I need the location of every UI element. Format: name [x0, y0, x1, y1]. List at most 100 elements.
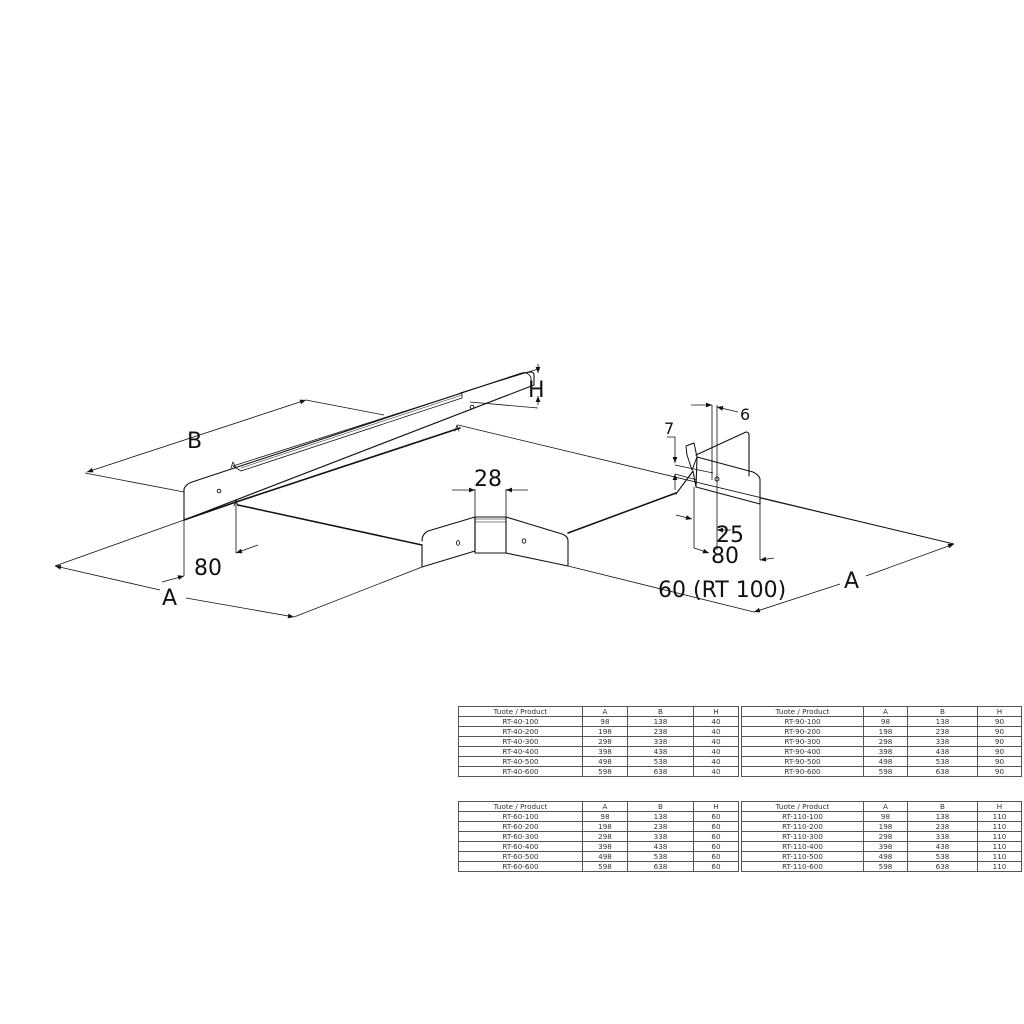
cell-a: 398	[863, 746, 908, 757]
cell-a: 498	[582, 756, 628, 767]
cell-product: RT-110-600	[741, 861, 864, 872]
cell-b: 538	[627, 851, 694, 862]
cell-b: 438	[627, 746, 694, 757]
header-a: A	[863, 706, 908, 717]
header-product: Tuote / Product	[741, 706, 864, 717]
cell-a: 98	[582, 716, 628, 727]
cell-a: 598	[863, 766, 908, 777]
header-h: H	[977, 706, 1022, 717]
cell-h: 110	[977, 821, 1022, 832]
cell-product: RT-60-200	[458, 821, 583, 832]
cell-product: RT-60-500	[458, 851, 583, 862]
cell-h: 90	[977, 736, 1022, 747]
cell-b: 138	[627, 811, 694, 822]
cell-b: 338	[907, 736, 978, 747]
cell-product: RT-40-600	[458, 766, 583, 777]
cell-h: 60	[693, 861, 739, 872]
dim-label-80-right: 80	[711, 544, 739, 569]
cell-product: RT-90-100	[741, 716, 864, 727]
hole	[216, 488, 222, 494]
cell-product: RT-90-400	[741, 746, 864, 757]
dim-label-A-right: A	[844, 569, 859, 594]
cell-a: 98	[863, 811, 908, 822]
dim-label-80-left: 80	[194, 556, 222, 581]
hole	[456, 540, 460, 546]
cell-b: 638	[627, 766, 694, 777]
base-front-edge-right	[567, 492, 677, 534]
cell-h: 110	[977, 831, 1022, 842]
cell-product: RT-110-100	[741, 811, 864, 822]
cell-h: 40	[693, 716, 739, 727]
header-h: H	[693, 706, 739, 717]
header-a: A	[582, 801, 628, 812]
cell-a: 98	[582, 811, 628, 822]
cell-product: RT-40-200	[458, 726, 583, 737]
cell-b: 438	[907, 746, 978, 757]
cell-b: 438	[907, 841, 978, 852]
table-header-row: Tuote / Product A B H	[741, 801, 1022, 812]
cell-product: RT-40-500	[458, 756, 583, 767]
dim-label-7: 7	[664, 419, 674, 438]
cell-a: 198	[582, 821, 628, 832]
cell-h: 110	[977, 811, 1022, 822]
cell-a: 498	[582, 851, 628, 862]
cell-b: 238	[907, 726, 978, 737]
cell-a: 298	[863, 831, 908, 842]
cell-h: 60	[693, 841, 739, 852]
dim-label-25: 25	[716, 523, 744, 548]
table-header-row: Tuote / Product A B H	[458, 801, 739, 812]
header-b: B	[627, 801, 694, 812]
cell-b: 538	[907, 756, 978, 767]
tee-left-wall	[421, 516, 476, 568]
dimension-lines	[54, 364, 955, 619]
hole	[521, 538, 527, 544]
cell-product: RT-60-100	[458, 811, 583, 822]
cell-a: 298	[582, 736, 628, 747]
cell-product: RT-110-200	[741, 821, 864, 832]
header-a: A	[582, 706, 628, 717]
cell-h: 60	[693, 811, 739, 822]
cell-b: 538	[627, 756, 694, 767]
cell-product: RT-110-500	[741, 851, 864, 862]
cell-h: 110	[977, 851, 1022, 862]
tee-neck	[474, 516, 507, 554]
cell-b: 638	[627, 861, 694, 872]
cell-a: 498	[863, 756, 908, 767]
cell-h: 90	[977, 766, 1022, 777]
cell-b: 238	[907, 821, 978, 832]
header-h: H	[693, 801, 739, 812]
header-product: Tuote / Product	[458, 801, 583, 812]
cell-a: 98	[863, 716, 908, 727]
right-end-clip	[685, 442, 698, 471]
cell-h: 110	[977, 841, 1022, 852]
cell-b: 638	[907, 861, 978, 872]
cell-a: 398	[582, 841, 628, 852]
back-side-wall	[183, 371, 535, 521]
cell-h: 60	[693, 831, 739, 842]
cell-b: 338	[627, 736, 694, 747]
cell-h: 40	[693, 766, 739, 777]
cell-a: 198	[863, 821, 908, 832]
dim-label-B: B	[187, 429, 202, 454]
cell-a: 198	[582, 726, 628, 737]
table-header-row: Tuote / Product A B H	[741, 706, 1022, 717]
